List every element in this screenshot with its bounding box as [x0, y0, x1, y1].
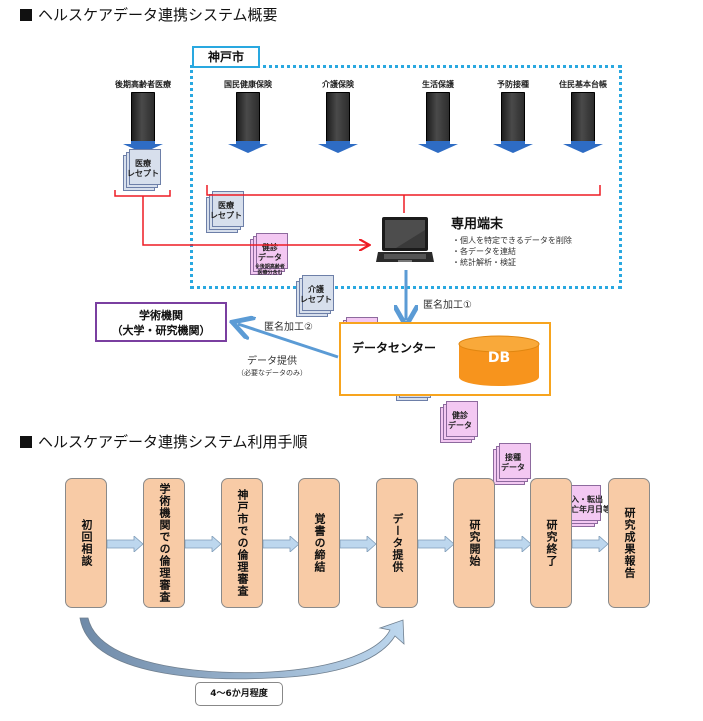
bracket-kobe	[206, 185, 601, 196]
source-label: 後期高齢者医療	[115, 80, 171, 89]
document-note: ※後期高齢者 医療分含む	[255, 264, 285, 276]
data-sources: 後期高齢者医療医療 レセプト 国民健康保険医療 レセプト健診 データ ※後期高齢者 …	[115, 80, 611, 527]
down-arrow-icon	[318, 138, 358, 157]
right-arrow-icon	[184, 535, 222, 556]
terminal-bullets: ・個人を特定できるデータを削除 ・各データを連結 ・統計解析・検証	[452, 235, 572, 268]
document-stack: 医療 レセプト	[206, 191, 246, 233]
right-arrow-icon	[262, 535, 300, 556]
step-label: 研究成果報告	[623, 507, 636, 579]
section-title-text: ヘルスケアデータ連携システム利用手順	[38, 433, 308, 451]
flow-lines	[114, 185, 601, 359]
right-arrow-icon	[106, 535, 144, 556]
square-bullet-icon	[20, 9, 32, 21]
database-icon: DB	[458, 335, 540, 387]
right-arrow-icon	[417, 535, 455, 556]
duration-label: 4～6か月程度	[195, 682, 283, 706]
server-icon	[131, 92, 155, 142]
arrow-datacenter-to-academic	[238, 324, 339, 359]
step-box: 研究成果報告	[608, 478, 650, 608]
step-label: 覚書の締結	[313, 513, 326, 573]
document-stack: 医療 レセプト	[123, 149, 163, 191]
document-label: 介護 レセプト	[300, 285, 332, 304]
document-sheet	[212, 191, 244, 227]
down-arrow-icon	[123, 138, 163, 157]
server-icon	[426, 92, 450, 142]
server-icon	[501, 92, 525, 142]
document-sheet	[129, 149, 161, 185]
down-arrow-icon	[228, 138, 268, 157]
step-box: 覚書の締結	[298, 478, 340, 608]
source-label: 予防接種	[497, 80, 529, 89]
step-box: 学術機関での倫理審査	[143, 478, 185, 608]
step-label: 学術機関での倫理審査	[158, 483, 171, 603]
source-label: 国民健康保険	[224, 80, 272, 89]
step-box: 初回相談	[65, 478, 107, 608]
step-box: データ提供	[376, 478, 418, 608]
step-label: 研究開始	[468, 519, 481, 567]
section-title-procedure: ヘルスケアデータ連携システム利用手順	[20, 431, 308, 452]
section-title-text: ヘルスケアデータ連携システム概要	[38, 6, 278, 24]
data-center-label: データセンター	[352, 341, 437, 355]
bracket-external	[114, 190, 171, 197]
document-stack: 介護 レセプト	[296, 275, 336, 317]
step-box: 研究終了	[530, 478, 572, 608]
document-sheet	[256, 233, 288, 269]
laptop-icon	[376, 216, 434, 270]
academic-subtitle: （大学・研究機関）	[111, 324, 211, 337]
server-icon	[326, 92, 350, 142]
server-icon	[236, 92, 260, 142]
step-label: 研究終了	[545, 519, 558, 567]
source-label: 住民基本台帳	[559, 80, 607, 89]
academic-institution-box: 学術機関 （大学・研究機関）	[95, 302, 227, 342]
line-external-to-terminal	[142, 196, 368, 245]
right-arrow-icon	[339, 535, 377, 556]
kobe-city-label: 神戸市	[192, 46, 260, 68]
document-label: 接種 データ	[501, 453, 525, 472]
academic-title: 学術機関	[139, 309, 183, 322]
step-box: 研究開始	[453, 478, 495, 608]
down-arrow-icon	[418, 138, 458, 157]
document-sheet	[446, 401, 478, 437]
document-label: 医療 レセプト	[127, 159, 159, 178]
right-arrow-icon	[494, 535, 532, 556]
section-title-overview: ヘルスケアデータ連携システム概要	[20, 4, 278, 25]
source-label: 介護保険	[322, 80, 354, 89]
anonymize-2-label: 匿名加工②	[264, 322, 313, 333]
down-arrow-icon	[493, 138, 533, 157]
terminal-bullet: ・個人を特定できるデータを削除	[452, 236, 572, 245]
document-sheet	[499, 443, 531, 479]
terminal-bullet: ・統計解析・検証	[452, 258, 516, 267]
document-stack: 接種 データ	[493, 443, 533, 485]
duration-curve-arrow	[79, 617, 405, 680]
step-label: 神戸市での倫理審査	[236, 489, 249, 597]
right-arrow-icon	[571, 535, 609, 556]
document-label: 医療 レセプト	[210, 201, 242, 220]
terminal-title: 専用端末	[451, 217, 504, 232]
document-sheet	[302, 275, 334, 311]
document-label: 健診 データ	[448, 411, 472, 430]
data-provision-note: （必要なデータのみ）	[237, 369, 307, 377]
step-label: 初回相談	[80, 519, 93, 567]
terminal-bullet: ・各データを連結	[452, 247, 516, 256]
document-label: 転入・転出 死亡年月日等	[563, 495, 611, 514]
source-label: 生活保護	[422, 80, 454, 89]
anonymize-1-label: 匿名加工①	[423, 300, 472, 311]
step-box: 神戸市での倫理審査	[221, 478, 263, 608]
data-provision-label: データ提供	[247, 356, 297, 367]
square-bullet-icon	[20, 436, 32, 448]
down-arrow-icon	[563, 138, 603, 157]
step-label: データ提供	[391, 513, 404, 573]
database-label: DB	[487, 350, 511, 366]
server-icon	[571, 92, 595, 142]
document-stack: 健診 データ	[440, 401, 480, 443]
document-label: 健診 データ	[258, 243, 282, 262]
